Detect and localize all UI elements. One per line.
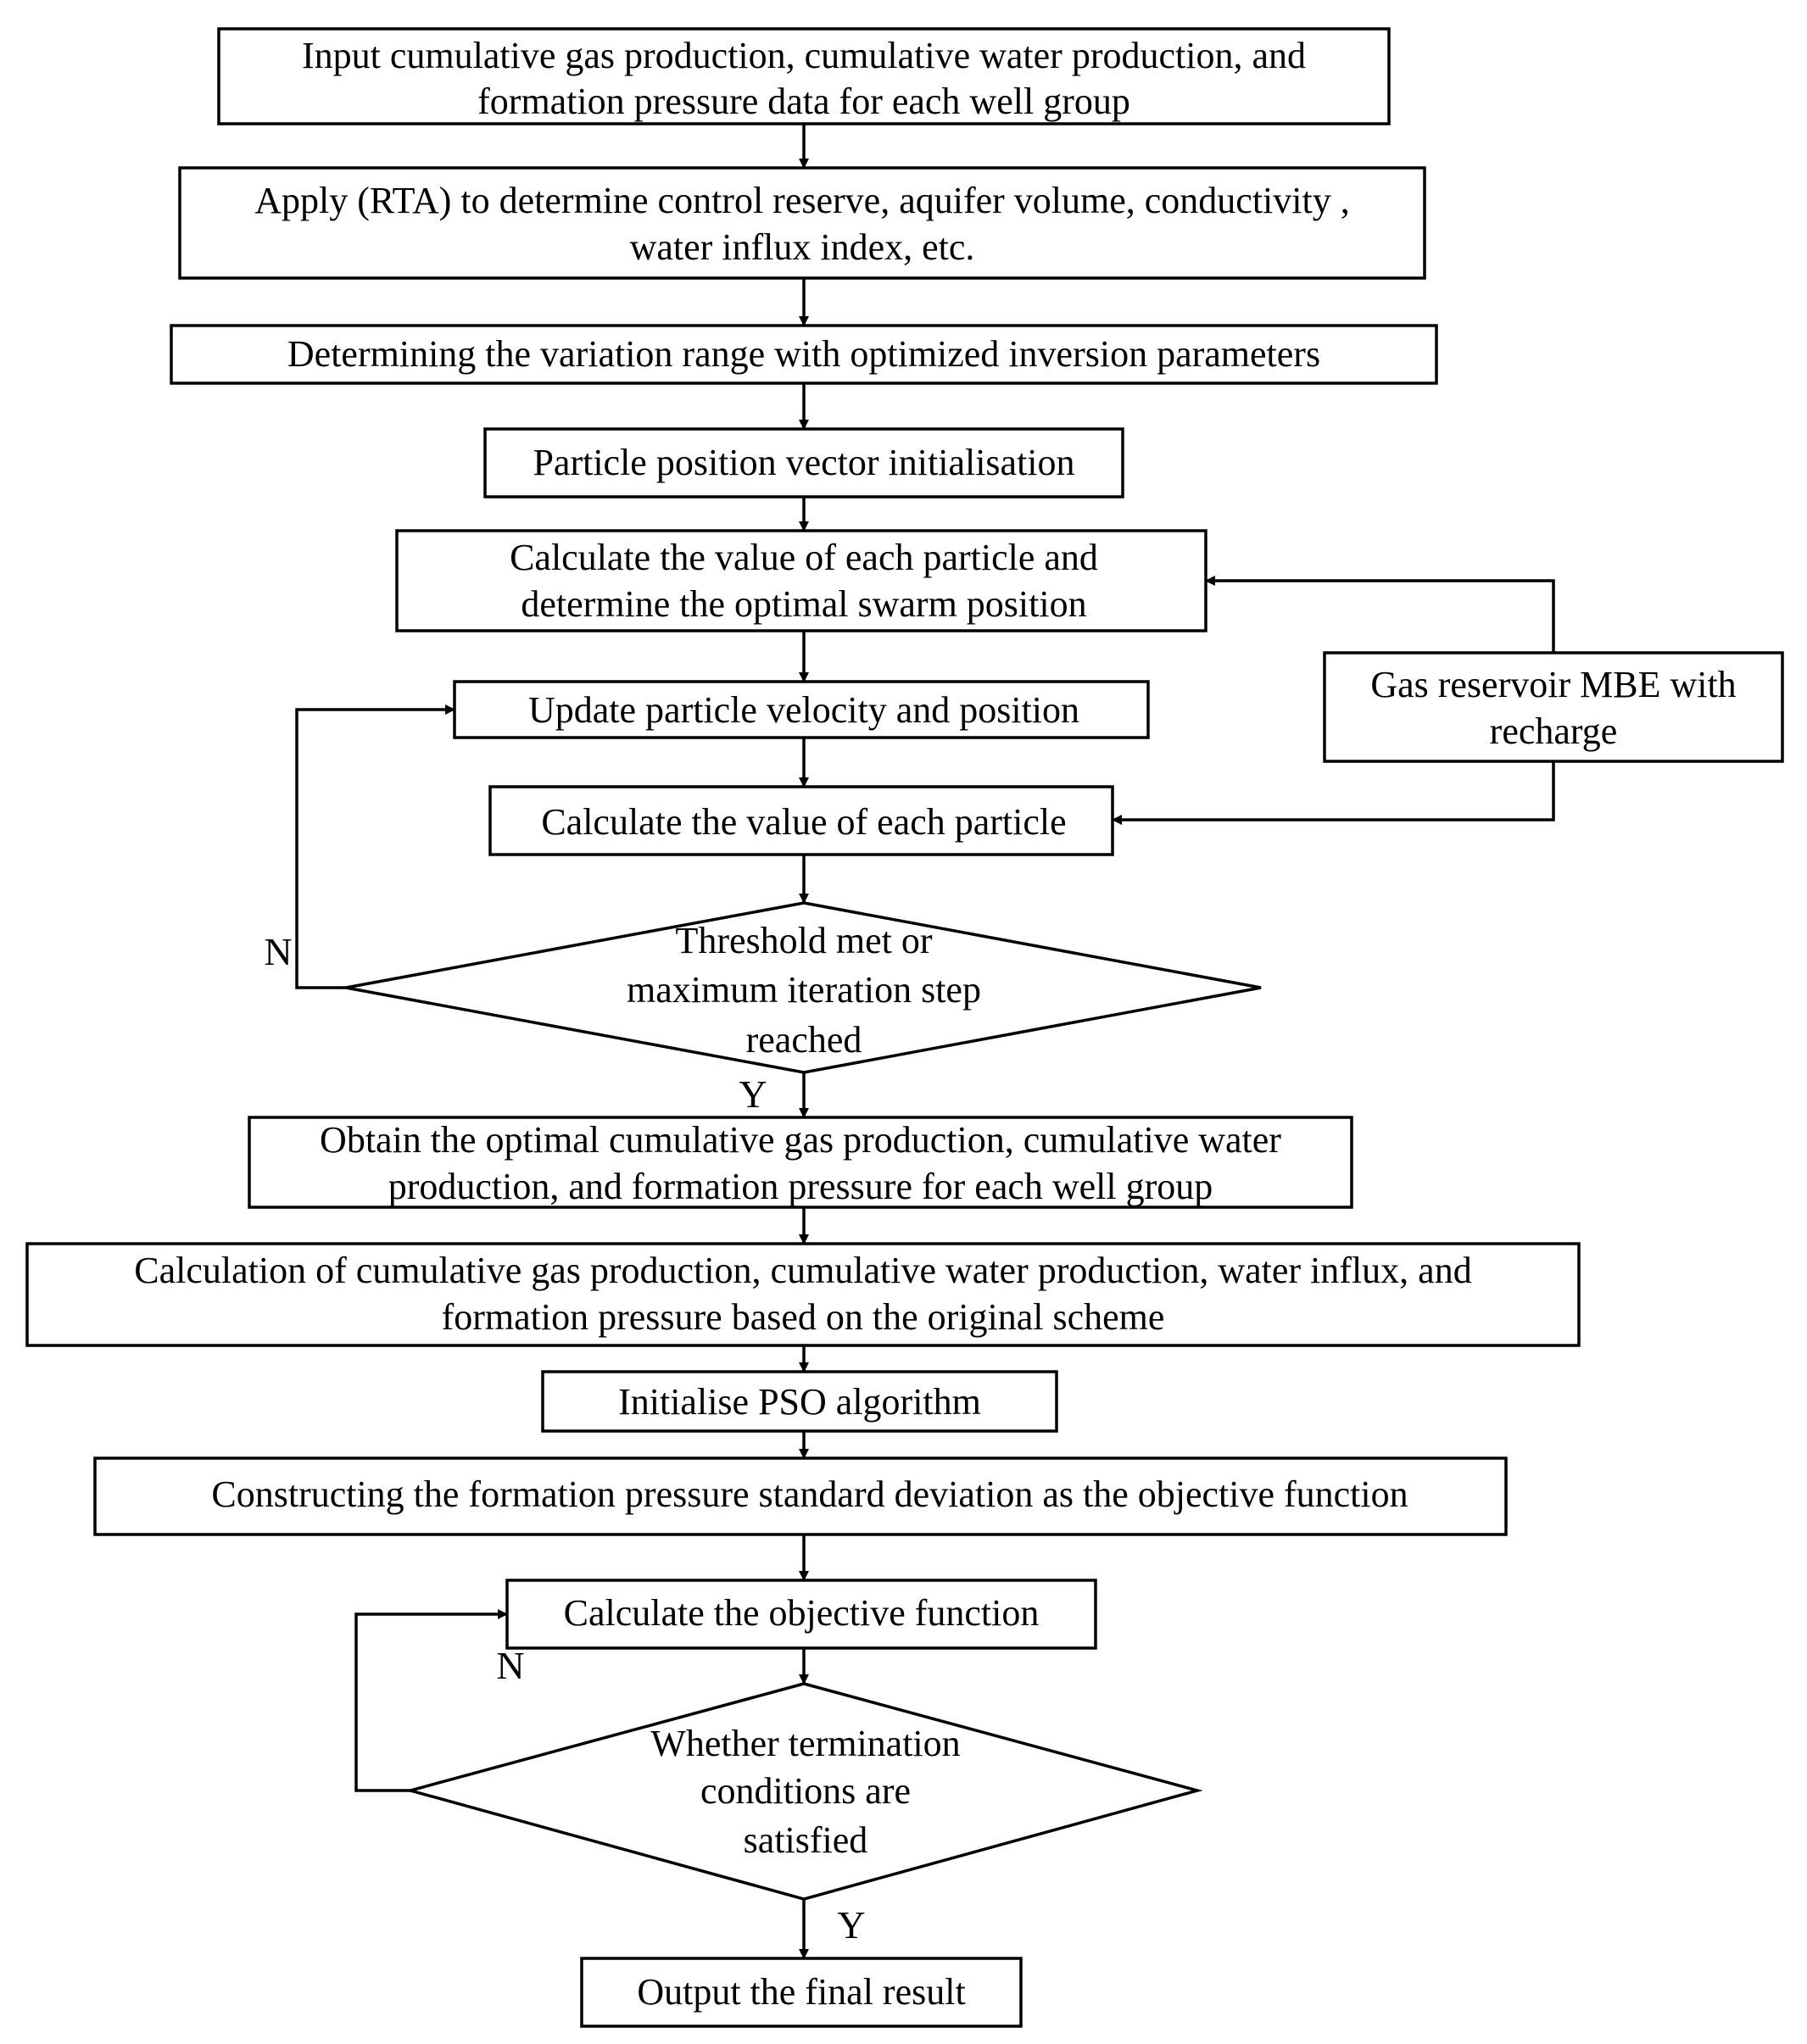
- node-input-data-line-1: Input cumulative gas production, cumulat…: [302, 35, 1306, 76]
- label-n-threshold: N: [264, 930, 292, 973]
- decision-termination-line-1: Whether termination: [650, 1723, 960, 1764]
- node-calc-particle: Calculate the value of each particle: [488, 785, 1114, 856]
- node-calc-objective: Calculate the objective function: [505, 1579, 1097, 1650]
- node-particle-init: Particle position vector initialisation: [483, 427, 1124, 498]
- arrow-termination-loop-back: [354, 1609, 508, 1792]
- node-objective-text: Constructing the formation pressure stan…: [211, 1473, 1408, 1515]
- node-obtain-optimal: Obtain the optimal cumulative gas produc…: [248, 1116, 1353, 1209]
- node-update-particle: Update particle velocity and position: [453, 680, 1150, 739]
- node-calc-original-line-1: Calculation of cumulative gas production…: [134, 1250, 1471, 1291]
- connectors: [295, 124, 1555, 1959]
- node-variation-range: Determining the variation range with opt…: [170, 324, 1438, 385]
- node-input-data-line-2: formation pressure data for each well gr…: [477, 81, 1130, 122]
- node-calc-objective-text: Calculate the objective function: [564, 1592, 1040, 1634]
- arrow-threshold-loop-back: [295, 705, 455, 989]
- node-obtain-optimal-line-2: production, and formation pressure for e…: [388, 1166, 1213, 1207]
- node-calc-original: Calculation of cumulative gas production…: [25, 1242, 1581, 1347]
- node-apply-rta-line-1: Apply (RTA) to determine control reserve…: [254, 180, 1349, 221]
- node-output: Output the final result: [580, 1957, 1023, 2028]
- node-calc-swarm-line-2: determine the optimal swarm position: [521, 583, 1086, 625]
- node-mbe: Gas reservoir MBE with recharge: [1323, 651, 1784, 763]
- node-calc-original-line-2: formation pressure based on the original…: [442, 1296, 1165, 1338]
- decision-threshold: Threshold met or maximum iteration step …: [345, 901, 1262, 1074]
- node-variation-range-text: Determining the variation range with opt…: [287, 333, 1320, 375]
- decision-threshold-line-1: Threshold met or: [675, 920, 932, 961]
- node-input-data: Input cumulative gas production, cumulat…: [217, 27, 1391, 125]
- node-objective: Constructing the formation pressure stan…: [93, 1456, 1508, 1536]
- arrow-mbe-to-swarm: [1205, 576, 1555, 653]
- node-apply-rta-line-2: water influx index, etc.: [630, 226, 975, 268]
- label-y-termination: Y: [837, 1903, 865, 1947]
- node-calc-swarm-line-1: Calculate the value of each particle and: [510, 537, 1098, 578]
- label-y-threshold: Y: [739, 1072, 767, 1116]
- node-update-particle-text: Update particle velocity and position: [528, 689, 1079, 731]
- node-mbe-line-1: Gas reservoir MBE with: [1370, 664, 1736, 705]
- node-init-pso-text: Initialise PSO algorithm: [618, 1381, 981, 1423]
- node-particle-init-text: Particle position vector initialisation: [533, 442, 1074, 483]
- node-mbe-line-2: recharge: [1490, 710, 1618, 752]
- arrow-mbe-to-calc: [1112, 761, 1555, 825]
- node-init-pso: Initialise PSO algorithm: [541, 1370, 1058, 1433]
- node-obtain-optimal-line-1: Obtain the optimal cumulative gas produc…: [320, 1119, 1281, 1161]
- decision-threshold-line-2: maximum iteration step: [627, 969, 981, 1011]
- node-calc-particle-text: Calculate the value of each particle: [541, 801, 1066, 843]
- node-apply-rta: Apply (RTA) to determine control reserve…: [178, 166, 1426, 280]
- node-output-text: Output the final result: [637, 1971, 965, 2013]
- decision-termination-line-2: conditions are: [700, 1770, 911, 1812]
- decision-threshold-line-3: reached: [746, 1019, 862, 1061]
- decision-termination-line-3: satisfied: [744, 1819, 868, 1861]
- decision-termination: Whether termination conditions are satis…: [404, 1682, 1203, 1901]
- label-n-termination: N: [496, 1644, 524, 1687]
- node-calc-swarm: Calculate the value of each particle and…: [395, 529, 1207, 632]
